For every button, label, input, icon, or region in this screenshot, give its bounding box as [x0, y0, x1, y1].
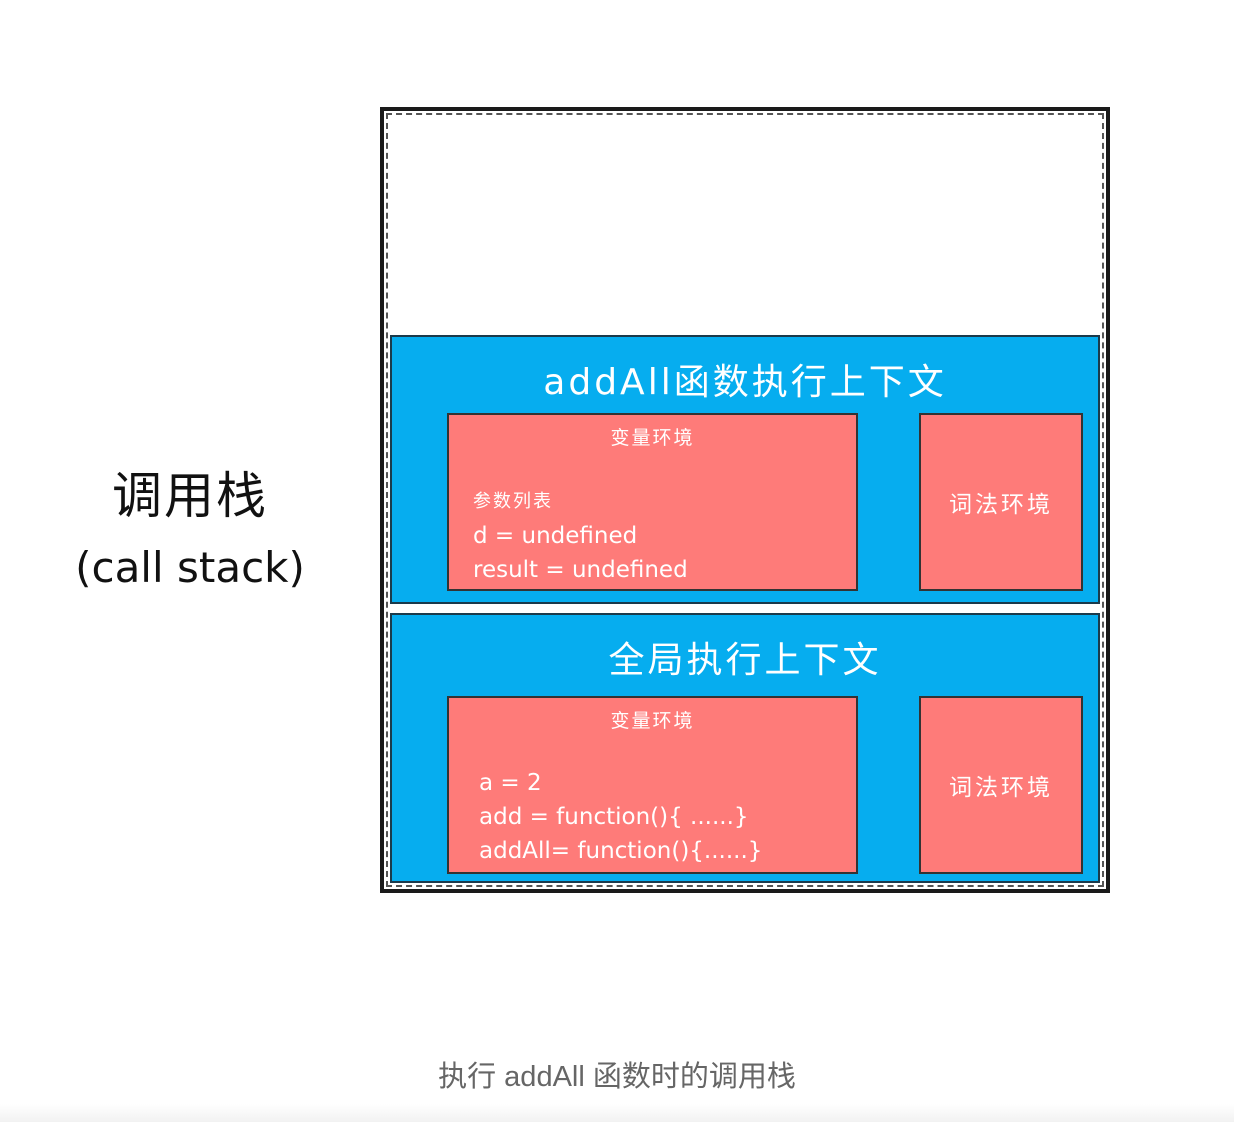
global-lexical-environment: 词法环境 — [919, 696, 1083, 874]
figure-caption: 执行 addAll 函数时的调用栈 — [438, 1061, 796, 1093]
global-variable-environment: 变量环境 a = 2 add = function(){ ......} add… — [447, 696, 858, 874]
global-context-title: 全局执行上下文 — [608, 640, 882, 681]
addall-variable-env-lines: 参数列表 d = undefined result = undefined — [473, 485, 846, 587]
global-var-add: add = function(){ ......} — [479, 804, 749, 830]
addall-param-list-label: 参数列表 — [473, 491, 553, 512]
global-var-a: a = 2 — [479, 770, 542, 796]
global-var-addall: addAll= function(){......} — [479, 838, 763, 864]
addall-context-title: addAll函数执行上下文 — [543, 362, 947, 403]
addall-variable-env-title: 变量环境 — [610, 427, 695, 449]
addall-var-result: result = undefined — [473, 557, 688, 583]
addall-execution-context: addAll函数执行上下文 变量环境 参数列表 d = undefined re… — [390, 335, 1100, 604]
addall-variable-environment: 变量环境 参数列表 d = undefined result = undefin… — [447, 413, 858, 591]
addall-lexical-env-title: 词法环境 — [949, 492, 1053, 518]
global-variable-env-title: 变量环境 — [610, 710, 695, 732]
global-variable-env-lines: a = 2 add = function(){ ......} addAll= … — [479, 766, 846, 868]
bottom-edge-fade — [0, 1104, 1234, 1122]
global-execution-context: 全局执行上下文 变量环境 a = 2 add = function(){ ...… — [390, 613, 1100, 883]
call-stack-label: 调用栈 (call stack) — [40, 462, 340, 598]
global-lexical-env-title: 词法环境 — [949, 775, 1053, 801]
call-stack-label-en: (call stack) — [75, 543, 305, 592]
addall-lexical-environment: 词法环境 — [919, 413, 1083, 591]
call-stack-label-zh: 调用栈 — [112, 467, 268, 525]
addall-var-d: d = undefined — [473, 523, 638, 549]
